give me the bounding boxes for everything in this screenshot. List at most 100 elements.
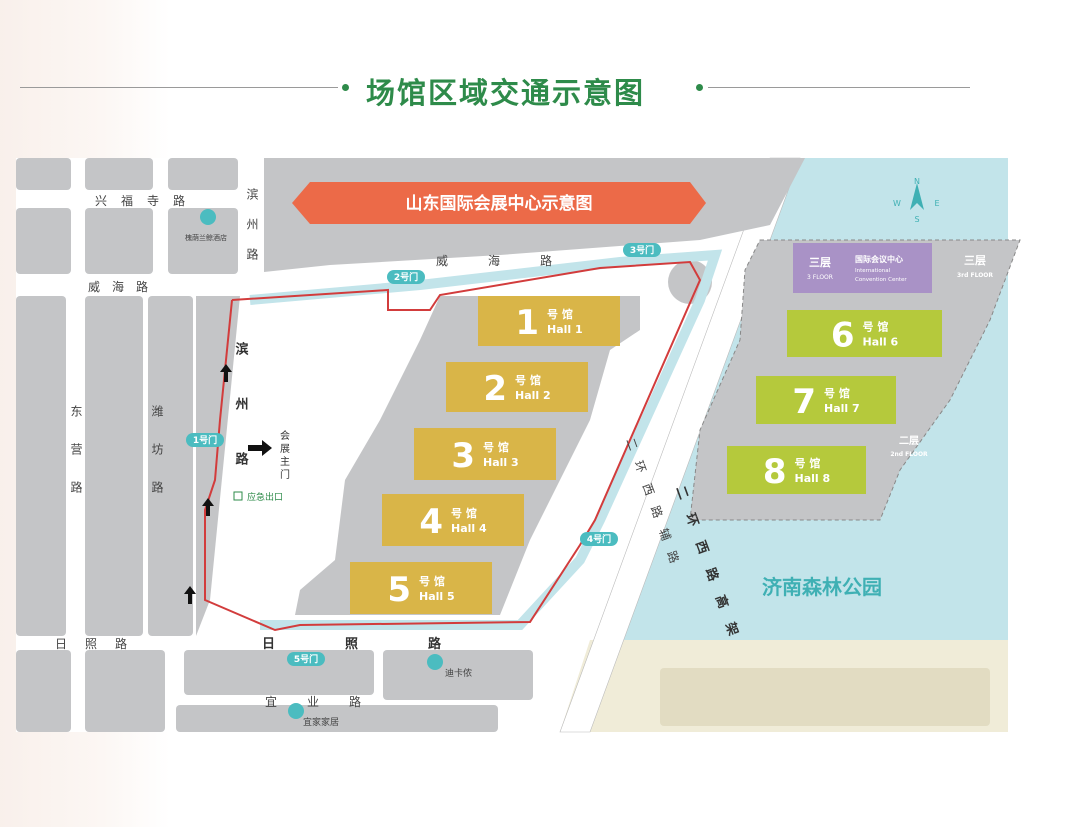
- hall-block: [446, 362, 588, 412]
- title-bar: 场馆区域交通示意图: [20, 70, 970, 110]
- hall-2[interactable]: 2 号 馆 Hall 2: [446, 362, 588, 412]
- gate-3-label: 3号门: [630, 244, 654, 256]
- hall-number: 4: [419, 502, 443, 542]
- convention-name-en1: International: [855, 268, 891, 274]
- emergency-exit-label: 应急出口: [247, 491, 283, 503]
- park-building: [660, 668, 990, 726]
- hall-label-en: Hall 5: [419, 590, 455, 603]
- compass-e: E: [934, 199, 939, 208]
- shopping-cart-icon: [288, 703, 304, 719]
- gate-1-label: 1号门: [193, 434, 217, 446]
- convention-floor-en: 3 FLOOR: [807, 274, 833, 281]
- banner: [292, 182, 706, 224]
- hall-label-cn: 号 馆: [515, 373, 541, 387]
- hall-block: [350, 562, 492, 614]
- hotel-label: 槐荫兰鲸酒店: [185, 233, 227, 242]
- hall-block: [727, 446, 866, 494]
- direction-arrows: [184, 364, 272, 604]
- compass-w: W: [893, 199, 901, 208]
- road-yiye: 宜业路: [265, 694, 391, 709]
- hall-number: 1: [515, 303, 539, 343]
- road-dongying: 东营路: [69, 405, 83, 519]
- road-xingfusi: 兴福寺路: [95, 193, 199, 208]
- gate-4-label: 4号门: [587, 533, 611, 545]
- hall-number: 7: [792, 382, 816, 422]
- gate-5[interactable]: 5号门: [287, 652, 325, 666]
- hall-label-cn: 号 馆: [824, 386, 850, 400]
- hall-label-cn: 号 馆: [547, 307, 573, 321]
- hall-label-cn: 号 馆: [483, 440, 509, 454]
- hall-label-en: Hall 1: [547, 323, 583, 336]
- banner-title: 山东国际会展中心示意图: [406, 193, 593, 214]
- hall-number: 6: [831, 316, 855, 356]
- title-divider-left: [20, 87, 338, 88]
- gate-2[interactable]: 2号门: [387, 270, 425, 284]
- hall-label-cn: 号 馆: [795, 456, 821, 470]
- hall-block: [756, 376, 896, 424]
- road-binzhou-top: 滨州路: [245, 187, 259, 278]
- hall-label-en: Hall 6: [863, 336, 899, 349]
- road-rizhao-main: 日照路: [262, 636, 511, 652]
- gate-2-label: 2号门: [394, 271, 418, 283]
- main-gate-label: 会展主门: [278, 429, 290, 482]
- convention-name-cn: 国际会议中心: [855, 254, 903, 264]
- dikayi-label: 迪卡侬: [445, 667, 472, 679]
- hall-1[interactable]: 1 号 馆 Hall 1: [478, 296, 620, 346]
- hall-number: 5: [387, 570, 411, 610]
- hall-block: [787, 310, 942, 357]
- hall-block: [478, 296, 620, 346]
- arrow-up-icon: [220, 364, 232, 382]
- hall-label-en: Hall 4: [451, 522, 487, 535]
- gate-4[interactable]: 4号门: [580, 532, 618, 546]
- gate-3[interactable]: 3号门: [623, 243, 661, 257]
- hall-5[interactable]: 5 号 馆 Hall 5: [350, 562, 492, 614]
- road-weifang: 潍坊路: [150, 405, 164, 519]
- hall-4[interactable]: 4 号 馆 Hall 4: [382, 494, 524, 546]
- convention-name-en2: Convention Center: [855, 277, 907, 283]
- convention-floor-cn: 三层: [809, 256, 831, 269]
- hall-number: 2: [483, 369, 507, 409]
- hall-label-cn: 号 馆: [451, 506, 477, 520]
- yijia-marker[interactable]: 宜家家居: [288, 703, 339, 728]
- gate-5-label: 5号门: [294, 653, 318, 665]
- hall-label-en: Hall 2: [515, 389, 551, 402]
- convention-center[interactable]: 三层 3 FLOOR 国际会议中心 International Conventi…: [793, 243, 932, 293]
- third-floor-cn: 三层: [964, 254, 986, 267]
- hall-number: 3: [451, 436, 475, 476]
- gate-1[interactable]: 1号门: [186, 433, 224, 447]
- road-binzhou-main: 滨州路: [233, 341, 250, 507]
- road-rizhao-left: 日照路: [55, 636, 145, 651]
- second-floor-en: 2nd FLOOR: [890, 451, 928, 458]
- title-dot-right: [696, 84, 703, 91]
- compass-n: N: [914, 177, 920, 186]
- hotel-icon: [200, 209, 216, 225]
- road-weihai-top: 威海路: [436, 253, 592, 268]
- title-dot-left: [342, 84, 349, 91]
- compass-s: S: [914, 215, 919, 224]
- yijia-label: 宜家家居: [303, 716, 339, 728]
- third-floor-en: 3rd FLOOR: [957, 272, 993, 279]
- hall-label-cn: 号 馆: [419, 574, 445, 588]
- shopping-cart-icon: [427, 654, 443, 670]
- hall-block: [414, 428, 556, 480]
- dikayi-marker[interactable]: 迪卡侬: [427, 654, 472, 679]
- park-label: 济南森林公园: [762, 575, 882, 599]
- hall-6[interactable]: 6 号 馆 Hall 6: [787, 310, 942, 357]
- compass: N S E W: [893, 177, 939, 224]
- moat: [249, 249, 723, 630]
- arrow-up-icon: [184, 586, 196, 604]
- second-floor-cn: 二层: [899, 435, 919, 447]
- hall-label-en: Hall 8: [795, 472, 831, 485]
- hall-label-en: Hall 7: [824, 402, 860, 415]
- hall-block: [382, 494, 524, 546]
- hall-label-cn: 号 馆: [863, 320, 889, 334]
- hall-7[interactable]: 7 号 馆 Hall 7: [756, 376, 896, 424]
- title-divider-right: [708, 87, 970, 88]
- road-weihai-left: 威海路: [88, 279, 160, 294]
- hotel-marker[interactable]: 槐荫兰鲸酒店: [185, 209, 227, 242]
- compass-arrow-icon: [910, 183, 924, 210]
